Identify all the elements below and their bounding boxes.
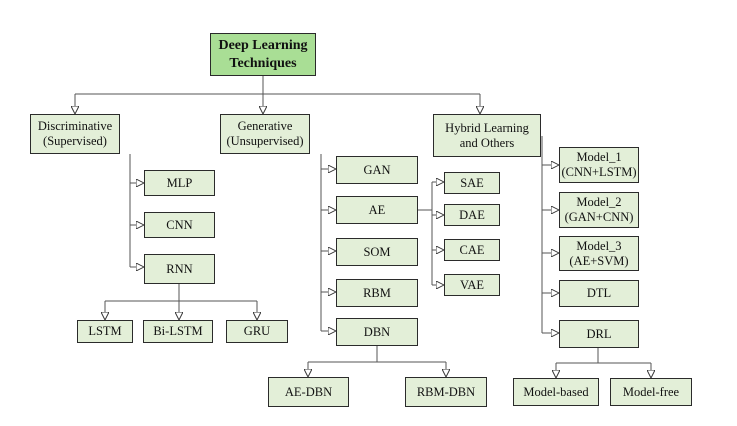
node-cnn: CNN xyxy=(144,212,215,238)
node-ae: AE xyxy=(336,196,418,224)
node-lstm: LSTM xyxy=(77,320,133,343)
node-drl: DRL xyxy=(559,320,639,348)
node-rbm-dbn: RBM-DBN xyxy=(405,377,487,407)
node-model-2: Model_2 (GAN+CNN) xyxy=(559,192,639,228)
node-sae: SAE xyxy=(444,172,500,194)
node-som: SOM xyxy=(336,238,418,266)
node-cae: CAE xyxy=(444,239,500,261)
node-dae: DAE xyxy=(444,204,500,226)
node-vae: VAE xyxy=(444,274,500,296)
node-rnn: RNN xyxy=(144,254,215,284)
node-dtl: DTL xyxy=(559,280,639,307)
node-deep-learning-techniques: Deep Learning Techniques xyxy=(210,33,316,76)
node-bi-lstm: Bi-LSTM xyxy=(143,320,213,343)
node-gru: GRU xyxy=(226,320,288,343)
node-model-free: Model-free xyxy=(610,378,692,406)
node-ae-dbn: AE-DBN xyxy=(268,377,349,407)
node-dbn: DBN xyxy=(336,318,418,346)
node-hybrid-learning: Hybrid Learning and Others xyxy=(433,114,541,157)
node-mlp: MLP xyxy=(144,170,215,196)
node-gan: GAN xyxy=(336,156,418,184)
node-generative: Generative (Unsupervised) xyxy=(220,114,310,154)
node-discriminative: Discriminative (Supervised) xyxy=(30,114,120,154)
node-rbm: RBM xyxy=(336,279,418,307)
node-model-1: Model_1 (CNN+LSTM) xyxy=(559,147,639,183)
node-model-based: Model-based xyxy=(513,378,599,406)
node-model-3: Model_3 (AE+SVM) xyxy=(559,236,639,271)
